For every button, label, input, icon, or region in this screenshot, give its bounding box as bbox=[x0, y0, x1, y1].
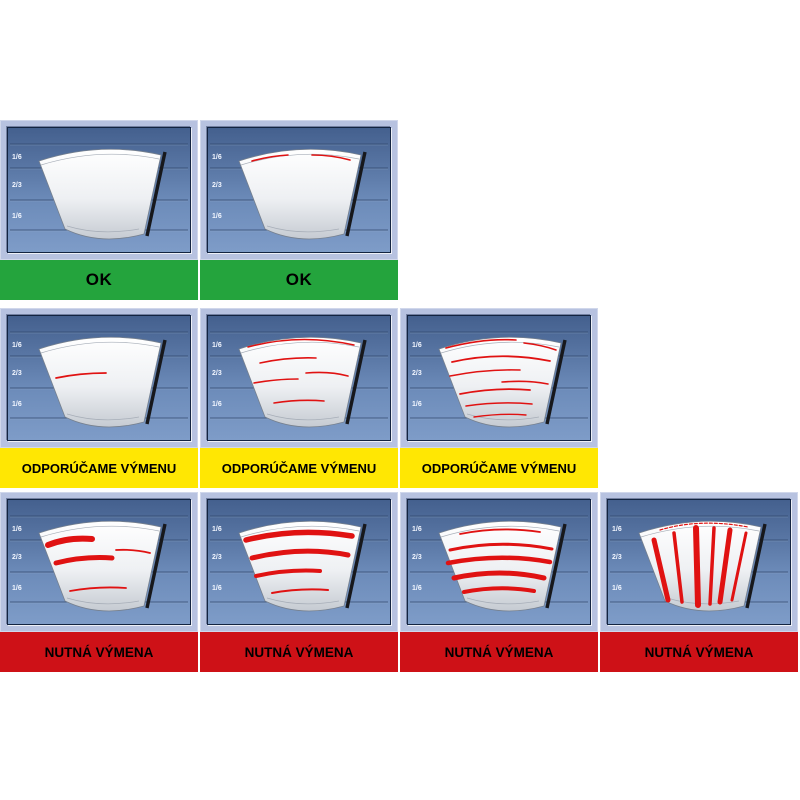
wiper-panel bbox=[207, 127, 391, 253]
wiper-image-area bbox=[0, 308, 198, 448]
wiper-sweep-graphic bbox=[208, 142, 390, 241]
wiper-image-area bbox=[400, 492, 598, 632]
row-recommend-replacement: ODPORÚČAME VÝMENU bbox=[0, 308, 598, 488]
wear-streaks-many bbox=[445, 338, 557, 418]
wiper-image-area bbox=[0, 120, 198, 260]
row-ok: OK OK bbox=[0, 120, 398, 300]
wiper-sweep-graphic bbox=[408, 514, 590, 613]
wear-streaks-heavy-smears bbox=[243, 529, 355, 594]
wiper-cell-warn-2: ODPORÚČAME VÝMENU bbox=[200, 308, 398, 488]
wiper-cell-critical-3: NUTNÁ VÝMENA bbox=[400, 492, 598, 672]
status-label-warn: ODPORÚČAME VÝMENU bbox=[400, 448, 598, 488]
wiper-panel bbox=[7, 127, 191, 253]
wear-streaks-fully-worn bbox=[651, 522, 749, 608]
wiper-image-area bbox=[600, 492, 798, 632]
wiper-image-area bbox=[400, 308, 598, 448]
wiper-image-area bbox=[200, 492, 398, 632]
wiper-cell-ok-1: OK bbox=[0, 120, 198, 300]
wiper-panel bbox=[207, 315, 391, 441]
wiper-sweep-graphic bbox=[208, 330, 390, 429]
wear-streaks-single bbox=[55, 372, 107, 379]
row-replacement-required: NUTNÁ VÝMENA NUTNÁ VÝMENA bbox=[0, 492, 798, 672]
wiper-cell-ok-2: OK bbox=[200, 120, 398, 300]
status-label-critical: NUTNÁ VÝMENA bbox=[0, 632, 198, 672]
wiper-sweep-graphic bbox=[208, 514, 390, 613]
status-label-ok: OK bbox=[0, 260, 198, 300]
wear-streaks-several bbox=[247, 338, 355, 404]
wiper-image-area bbox=[0, 492, 198, 632]
wiper-cell-warn-3: ODPORÚČAME VÝMENU bbox=[400, 308, 598, 488]
wiper-cell-critical-2: NUTNÁ VÝMENA bbox=[200, 492, 398, 672]
wiper-panel bbox=[407, 499, 591, 625]
wiper-panel bbox=[607, 499, 791, 625]
wiper-sweep-graphic bbox=[8, 330, 190, 429]
wiper-panel bbox=[407, 315, 591, 441]
wiper-panel bbox=[7, 315, 191, 441]
status-label-warn: ODPORÚČAME VÝMENU bbox=[200, 448, 398, 488]
wiper-image-area bbox=[200, 308, 398, 448]
status-label-ok: OK bbox=[200, 260, 398, 300]
wiper-cell-warn-1: ODPORÚČAME VÝMENU bbox=[0, 308, 198, 488]
status-label-critical: NUTNÁ VÝMENA bbox=[600, 632, 798, 672]
wiper-cell-critical-4: NUTNÁ VÝMENA bbox=[600, 492, 798, 672]
wiper-cell-critical-1: NUTNÁ VÝMENA bbox=[0, 492, 198, 672]
wiper-panel bbox=[7, 499, 191, 625]
wiper-sweep-graphic bbox=[8, 142, 190, 241]
status-label-critical: NUTNÁ VÝMENA bbox=[200, 632, 398, 672]
status-label-critical: NUTNÁ VÝMENA bbox=[400, 632, 598, 672]
status-label-warn: ODPORÚČAME VÝMENU bbox=[0, 448, 198, 488]
wiper-sweep-graphic bbox=[408, 330, 590, 429]
wear-streaks-faint bbox=[251, 154, 351, 162]
wiper-image-area bbox=[200, 120, 398, 260]
wiper-sweep-graphic bbox=[8, 514, 190, 613]
wear-streaks-thick-smears bbox=[45, 535, 151, 592]
wiper-panel bbox=[207, 499, 391, 625]
wear-streaks-dense bbox=[445, 528, 554, 594]
wiper-sweep-graphic bbox=[608, 514, 790, 613]
